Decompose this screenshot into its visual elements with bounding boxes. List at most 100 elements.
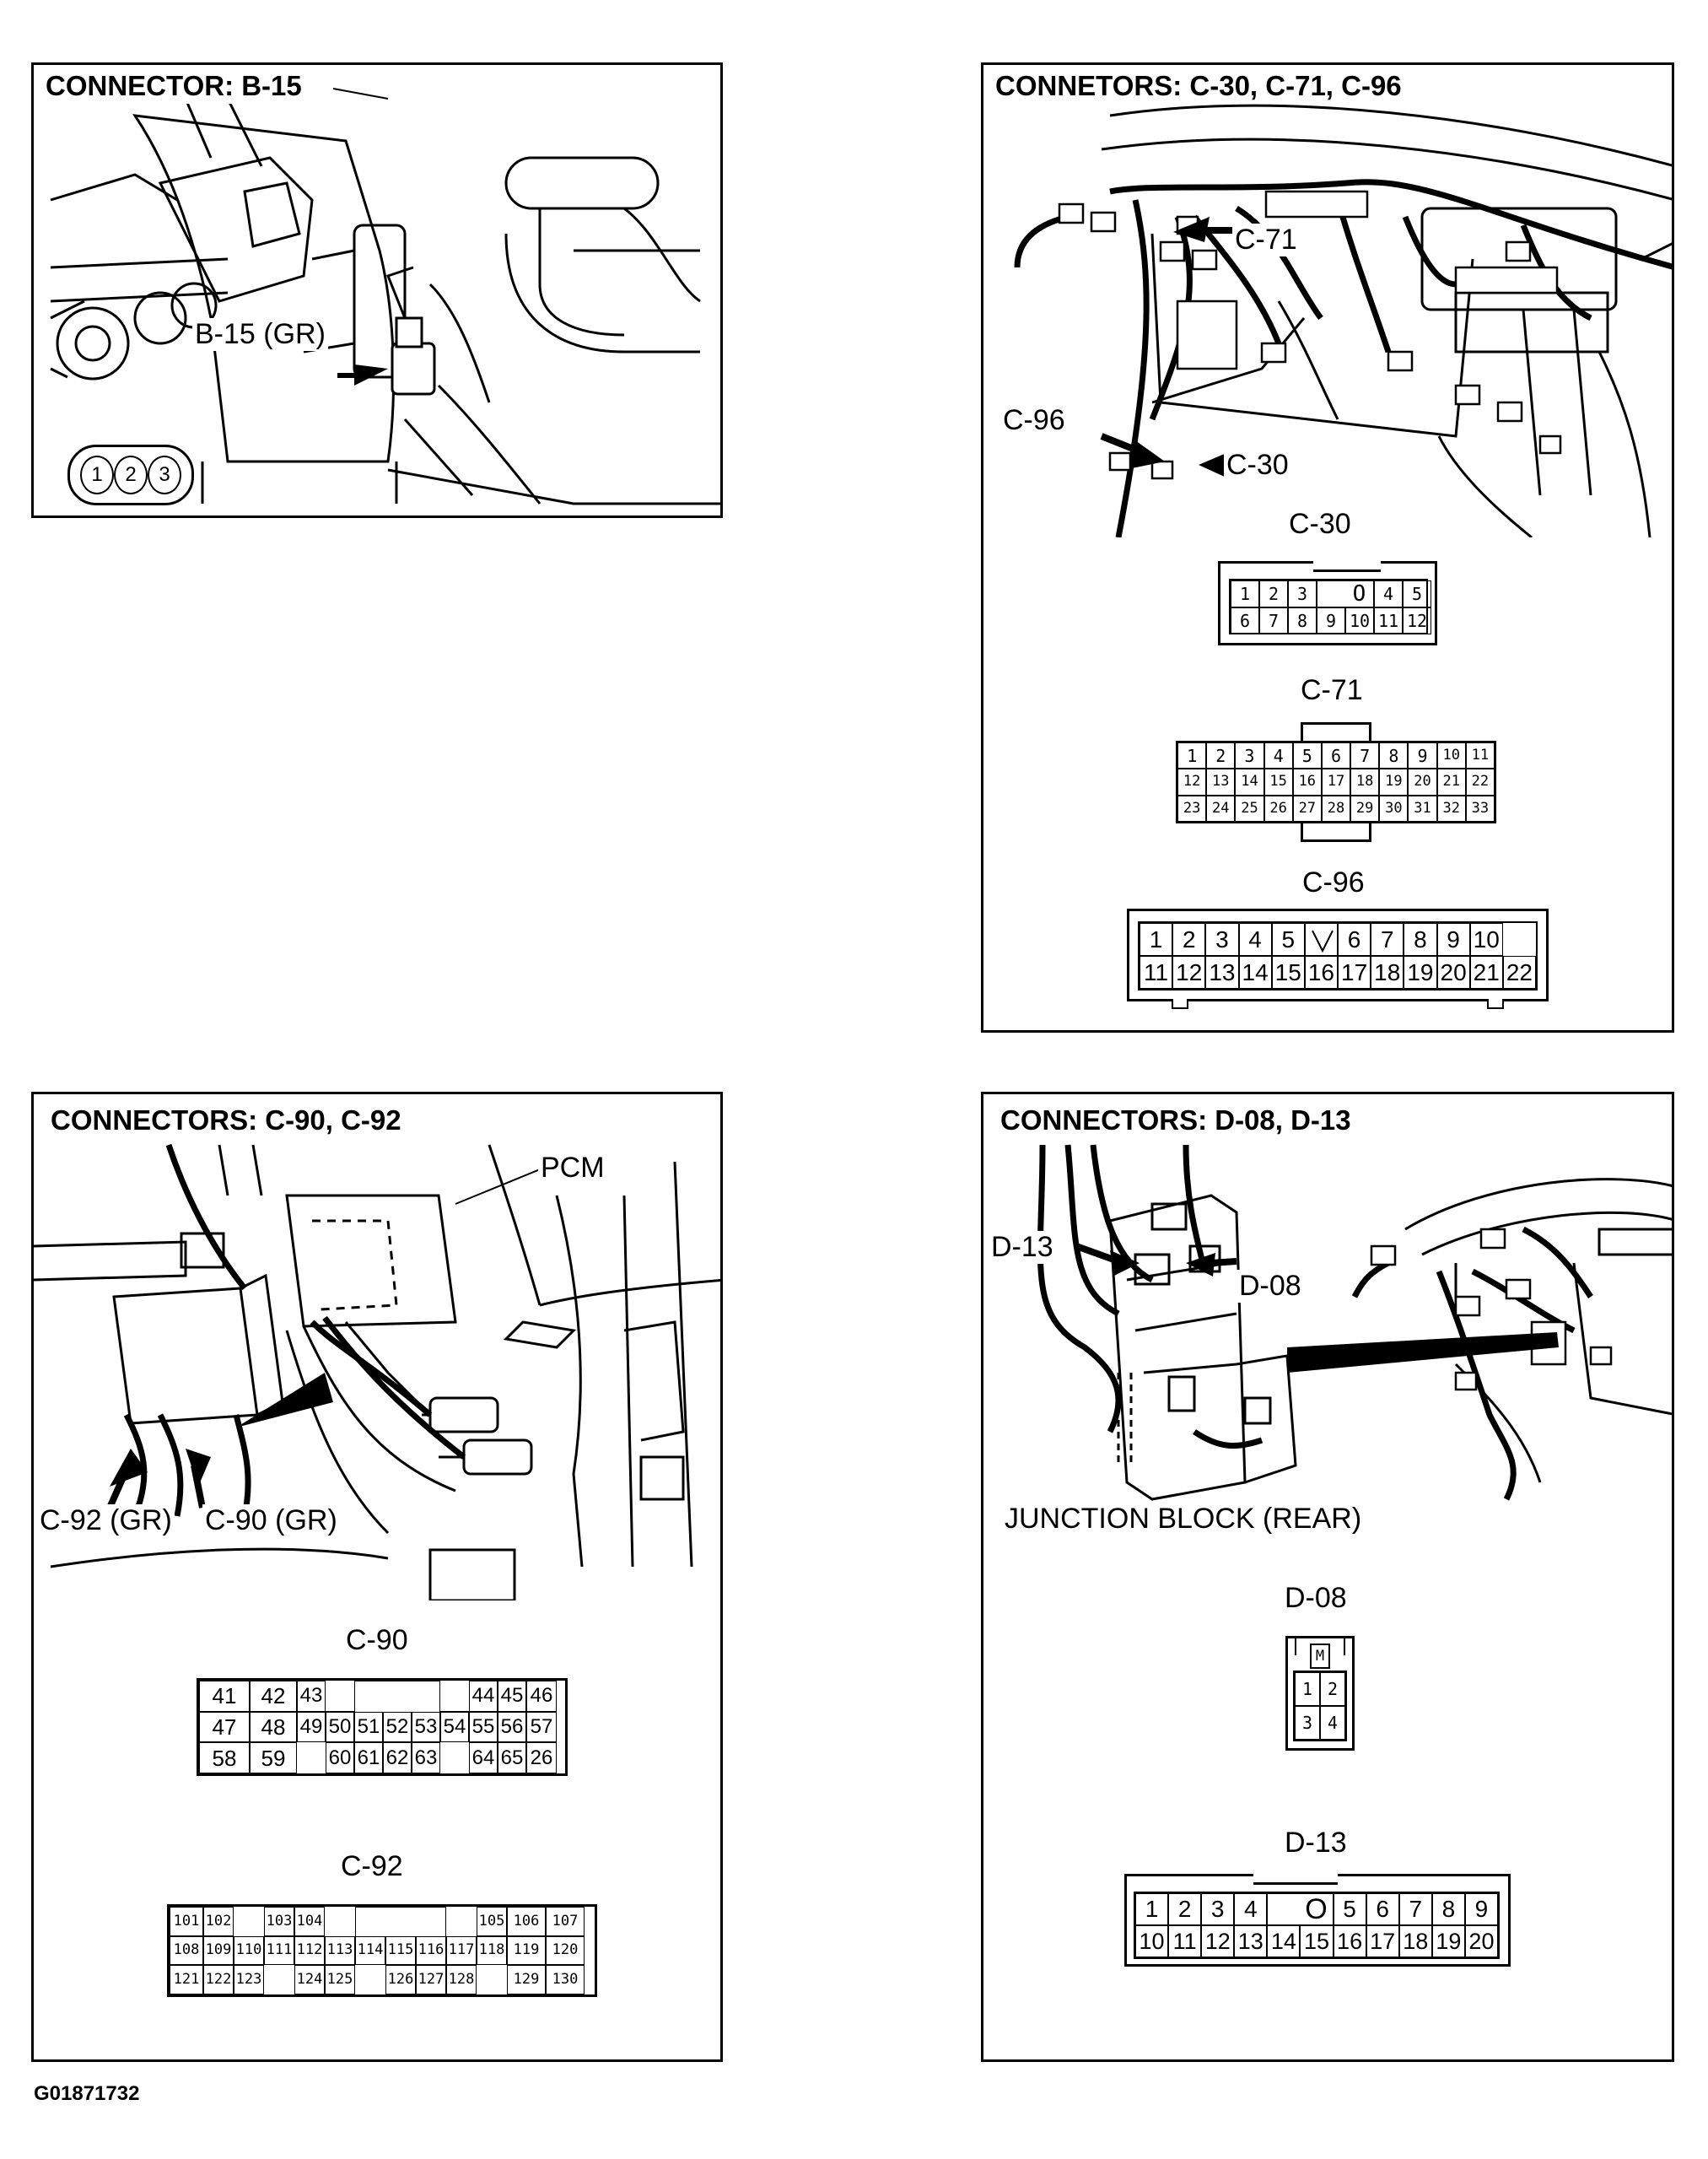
panel-title-d08-d13: CONNECTORS: D-08, D-13 [995,1103,1356,1138]
callout-d13: D-13 [989,1231,1056,1264]
c90-pin-51: 51 [354,1711,383,1743]
c92-pin-106: 106 [507,1907,546,1936]
c96-pin-8: 8 [1404,923,1437,956]
c90-pin-54: 54 [440,1711,469,1743]
c96-pin-16: 16 [1304,956,1338,989]
c30-pin-4: 4 [1374,580,1403,607]
c71-pin-11: 11 [1465,742,1495,769]
c92-pin-grid: 101 102 103 104 105 106 107 108 109 110 … [167,1904,597,1997]
figure-id: G01871732 [34,2082,140,2105]
callout-c90-gr: C-90 (GR) [202,1504,340,1537]
c71-pin-26: 26 [1263,795,1293,822]
c96-pin-14: 14 [1238,956,1272,989]
c90-cell-blank-a [326,1681,354,1712]
c90-pin-65: 65 [498,1742,526,1773]
c30-pin-6: 6 [1231,607,1259,634]
c90-pin-64: 64 [469,1742,498,1773]
c71-connector-housing: 1 2 3 4 5 6 7 8 9 10 11 12 13 14 15 16 1… [1167,722,1505,842]
c90-pin-48: 48 [250,1711,297,1743]
c92-cell-blank-d [264,1965,294,1994]
c71-pin-22: 22 [1465,769,1495,796]
c71-pin-32: 32 [1436,795,1466,822]
b15-pin-3: 3 [148,456,181,494]
c71-pin-20: 20 [1408,769,1437,796]
c30-pin-8: 8 [1288,607,1317,634]
b15-pin-2: 2 [114,456,148,494]
c92-pin-104: 104 [294,1907,325,1936]
c96-pin-19: 19 [1404,956,1437,989]
c96-pin-9: 9 [1436,923,1470,956]
c96-connector-housing: 1 2 3 4 5 6 7 8 9 10 11 12 13 14 15 16 1… [1127,909,1549,1009]
c92-cell-key-a [355,1907,385,1936]
c96-key-triangle-icon [1311,930,1334,953]
c92-pin-105: 105 [477,1907,507,1936]
d13-pin-12: 12 [1201,1925,1235,1957]
callout-c71: C-71 [1232,224,1300,256]
c96-pin-3: 3 [1205,923,1239,956]
panel-connectors-c30-c71-c96: CONNETORS: C-30, C-71, C-96 [981,62,1674,1033]
callout-pcm: PCM [538,1152,607,1185]
c30-pin-1: 1 [1231,580,1259,607]
c92-pin-120: 120 [546,1935,585,1966]
c30-pin-12: 12 [1403,607,1431,634]
d13-pin-11: 11 [1168,1925,1202,1957]
c71-pin-7: 7 [1350,742,1380,769]
c71-pin-25: 25 [1235,795,1264,822]
c92-cell-key-b [385,1907,416,1936]
c90-pin-52: 52 [383,1711,412,1743]
c92-pin-119: 119 [507,1935,546,1966]
d13-pin-5: 5 [1333,1893,1366,1925]
c92-pin-108: 108 [170,1935,203,1966]
b15-engine-illustration [34,65,723,518]
c71-pin-2: 2 [1206,742,1236,769]
c92-pin-111: 111 [264,1935,294,1966]
c96-pin-22: 22 [1502,956,1536,989]
c71-pin-3: 3 [1235,742,1264,769]
c71-pin-23: 23 [1177,795,1207,822]
c30-pin-grid: 1 2 3 O 4 5 6 7 8 9 10 11 12 [1229,579,1431,634]
c71-pin-1: 1 [1177,742,1207,769]
c96-pin-1: 1 [1140,923,1173,956]
c90-title: C-90 [346,1624,408,1656]
c71-pin-31: 31 [1408,795,1437,822]
pcm-illustration [34,1094,723,1600]
d13-cell-blank [1267,1893,1301,1925]
c71-pin-33: 33 [1465,795,1495,822]
c30-pin-9: 9 [1317,607,1345,634]
c90-cell-blank-c [297,1742,326,1773]
d13-key-mark: O [1300,1893,1334,1925]
c92-pin-112: 112 [294,1935,325,1966]
c96-pin-13: 13 [1205,956,1239,989]
c90-pin-62: 62 [383,1742,412,1773]
callout-c92-gr: C-92 (GR) [37,1504,175,1537]
d08-connector-housing: M 1 2 3 4 [1285,1636,1355,1751]
c90-pin-56: 56 [498,1711,526,1743]
c92-cell-blank-e [355,1965,385,1994]
panel-title-b15: CONNECTOR: B-15 [40,68,307,104]
d13-pin-9: 9 [1464,1893,1498,1925]
c71-pin-8: 8 [1379,742,1409,769]
c92-pin-123: 123 [234,1965,264,1994]
c71-pin-13: 13 [1206,769,1236,796]
callout-c96: C-96 [1000,404,1068,437]
c71-pin-18: 18 [1350,769,1380,796]
d08-pin-3: 3 [1295,1706,1320,1740]
d13-pin-16: 16 [1333,1925,1366,1957]
c96-pin-20: 20 [1436,956,1470,989]
c71-pin-15: 15 [1263,769,1293,796]
c90-cell-blank-b [440,1681,469,1712]
c92-title: C-92 [341,1850,403,1882]
c90-pin-53: 53 [412,1711,440,1743]
c92-pin-129: 129 [507,1965,546,1994]
c71-pin-14: 14 [1235,769,1264,796]
panel-title-c90-c92: CONNECTORS: C-90, C-92 [46,1103,407,1138]
c71-pin-5: 5 [1292,742,1322,769]
c92-pin-102: 102 [203,1907,234,1936]
c30-key-mark: O [1345,580,1374,607]
c71-pin-29: 29 [1350,795,1380,822]
callout-b15-gr: B-15 (GR) [192,318,328,351]
c96-title: C-96 [1302,866,1365,899]
callout-c30: C-30 [1224,449,1291,482]
d13-pin-18: 18 [1398,1925,1432,1957]
b15-pin-1: 1 [80,456,114,494]
